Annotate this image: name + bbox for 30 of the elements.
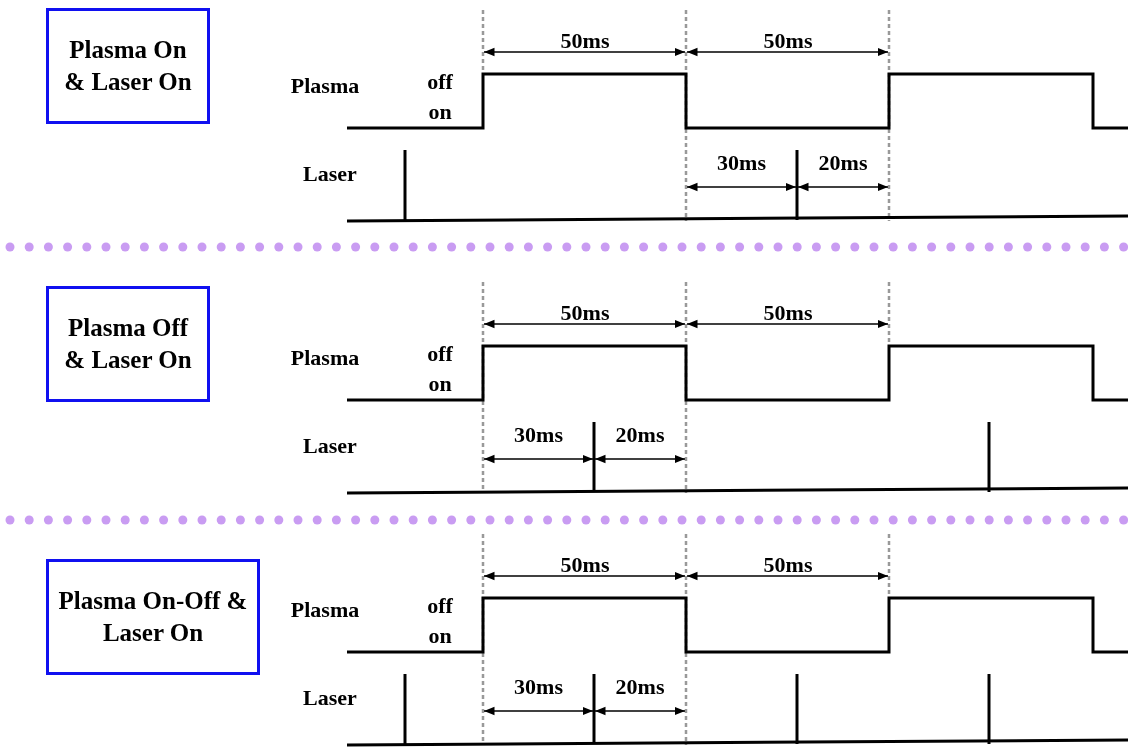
duration-label: 50ms — [560, 552, 610, 578]
duration-label: 20ms — [615, 422, 665, 448]
mode-box — [46, 8, 210, 124]
duration-label: 50ms — [763, 300, 813, 326]
signal-label: Laser — [303, 685, 357, 711]
signal-label: Plasma — [290, 73, 360, 99]
signal-label: Laser — [303, 161, 357, 187]
duration-label: 50ms — [763, 552, 813, 578]
state-label: off — [427, 593, 453, 619]
state-label: off — [427, 69, 453, 95]
state-label: off — [427, 341, 453, 367]
duration-label: 30ms — [514, 674, 563, 700]
signal-label: Plasma — [290, 345, 360, 371]
duration-label: 20ms — [615, 674, 665, 700]
duration-label: 50ms — [560, 300, 610, 326]
duration-label: 30ms — [717, 150, 766, 176]
state-label: on — [428, 99, 452, 125]
mode-title: Plasma On-Off & Laser On — [57, 586, 249, 648]
state-label: on — [428, 371, 452, 397]
state-label: on — [428, 623, 452, 649]
duration-label: 20ms — [818, 150, 868, 176]
signal-label: Plasma — [290, 597, 360, 623]
mode-title: Plasma On & Laser On — [63, 35, 193, 97]
duration-label: 50ms — [763, 28, 813, 54]
duration-label: 50ms — [560, 28, 610, 54]
mode-box — [46, 286, 210, 402]
mode-title: Plasma Off & Laser On — [63, 313, 193, 375]
mode-box — [46, 559, 260, 675]
signal-label: Laser — [303, 433, 357, 459]
duration-label: 30ms — [514, 422, 563, 448]
